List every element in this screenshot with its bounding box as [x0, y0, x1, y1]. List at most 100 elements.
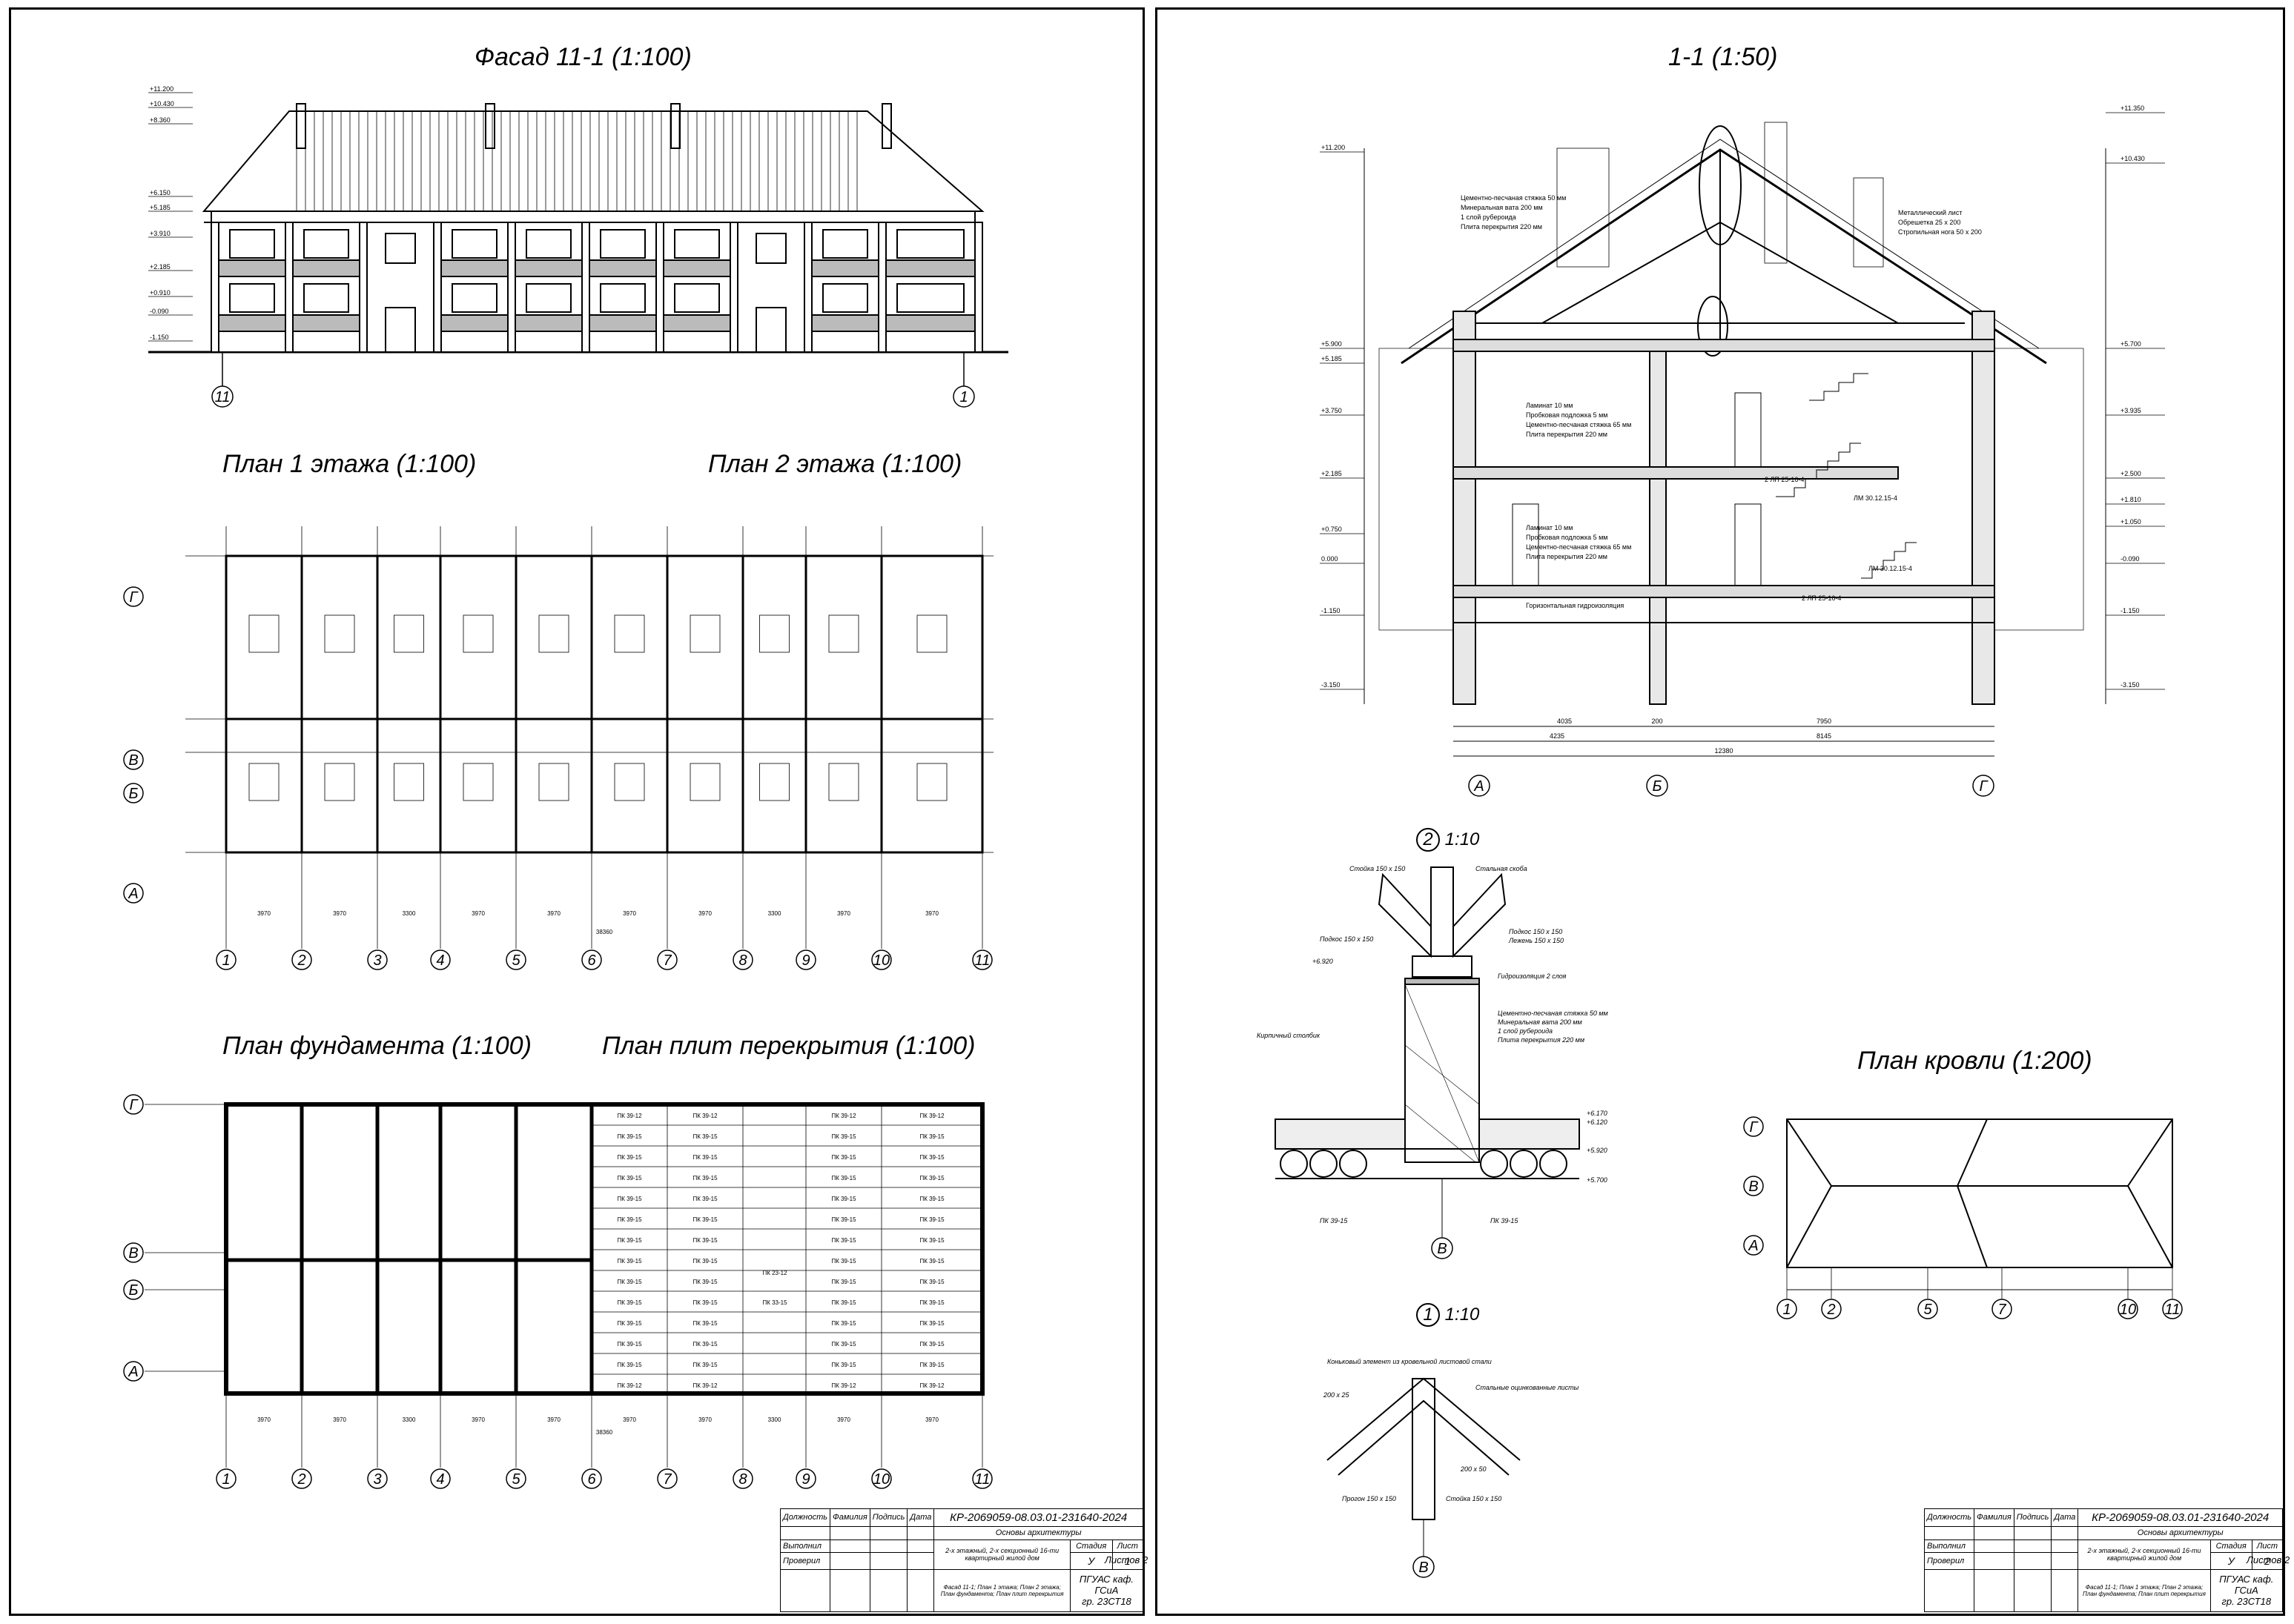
d2-label-pk-right: ПК 39-15	[1490, 1217, 1518, 1224]
stamp-stage-h: Стадия	[1069, 1539, 1113, 1554]
section-level-left-7: -1.150	[1321, 607, 1341, 614]
stamp-code: КР-2069059-08.03.01-231640-2024	[933, 1508, 1143, 1527]
slab-label-8: ПК 39-15	[617, 1154, 642, 1161]
stamp-col-sign: Подпись	[869, 1508, 908, 1527]
facade-drawing: +11.200+10.430+8.360+6.150+5.185+3.910+2…	[148, 85, 1008, 408]
d1-label-200x50: 200 х 50	[1460, 1465, 1487, 1473]
section-level-right-4: +2.500	[2121, 470, 2141, 477]
found-dim-4: 3970	[547, 1416, 561, 1423]
slab-label-17: ПК 39-15	[693, 1196, 718, 1202]
slab-label-21: ПК 39-15	[693, 1216, 718, 1223]
section-level-right-9: -3.150	[2121, 681, 2140, 689]
facade-level-0: +11.200	[150, 85, 173, 93]
slab-label-29: ПК 39-15	[693, 1258, 718, 1265]
roof-layer-4: Плита перекрытия 220 мм	[1461, 223, 1542, 231]
found-row-axis-3: А	[128, 1364, 138, 1380]
slab-label-43: ПК 39-15	[919, 1320, 945, 1327]
stamp-row-checked: Проверил	[779, 1552, 831, 1570]
roof-axis-1: 1	[1782, 1302, 1791, 1318]
facade-level-2: +8.360	[150, 116, 171, 124]
section-title: 1-1 (1:50)	[1668, 43, 1778, 71]
slab-label-33: ПК 39-15	[693, 1279, 718, 1285]
section-level-left-6: 0.000	[1321, 555, 1338, 563]
plan-dim-4: 3970	[547, 910, 561, 917]
floor2-layer-2: Пробковая подложка 5 мм	[1526, 534, 1607, 541]
stamp-org: ПГУАС каф. ГСиА	[1079, 1574, 1134, 1597]
slab-label-11: ПК 39-15	[919, 1154, 945, 1161]
found-dim-6: 3970	[698, 1416, 712, 1423]
section-level-right-8: -1.150	[2121, 607, 2140, 614]
found-dim-0: 3970	[257, 1416, 271, 1423]
stamp2-description: 2-х этажный, 2-х секционный 16-ти кварти…	[2078, 1539, 2211, 1570]
plan-dim-5: 3970	[623, 910, 636, 917]
stamp2-group: гр. 23СТ18	[2221, 1596, 2272, 1608]
stair-label-4: 2 ЛП 25-16-4	[1802, 594, 1841, 602]
facade-axis-1: 1	[959, 389, 968, 405]
slab-label-34: ПК 39-15	[831, 1279, 856, 1285]
plan-axis-2: 2	[297, 952, 305, 969]
slab-label-18: ПК 39-15	[831, 1196, 856, 1202]
found-row-axis-1: В	[128, 1245, 138, 1262]
stamp2-row-executed: Выполнил	[1923, 1539, 1975, 1554]
stamp2-sheet-h: Лист	[2251, 1539, 2284, 1554]
detail-2-scale: 1:10	[1444, 829, 1480, 849]
stamp-row-executed: Выполнил	[779, 1539, 831, 1554]
found-axis-4: 4	[436, 1471, 444, 1488]
plan-axis-3: 3	[373, 952, 381, 969]
section-level-left-0: +11.200	[1321, 144, 1345, 151]
roof-axis-5: 5	[1923, 1302, 1932, 1318]
d2-label-stoyka: Стойка 150 х 150	[1349, 865, 1405, 872]
d1-label-stoyka: Стойка 150 х 150	[1446, 1495, 1501, 1502]
d2-label-gidro: Гидроизоляция 2 слоя	[1498, 972, 1567, 980]
stamp-sheet2: Должность Фамилия Подпись Дата КР-206905…	[1923, 1508, 2284, 1613]
detail-1-title: 1 1:10	[1416, 1303, 1479, 1327]
floor2-layer-1: Ламинат 10 мм	[1526, 524, 1573, 531]
detail-2-number: 2	[1416, 828, 1440, 852]
slab-label-51: ПК 39-15	[919, 1362, 945, 1368]
slab-label-23: ПК 39-15	[919, 1216, 945, 1223]
section-axis-a: А	[1473, 778, 1484, 795]
slab-label-50: ПК 39-15	[831, 1362, 856, 1368]
stamp-description: 2-х этажный, 2-х секционный 16-ти кварти…	[933, 1539, 1071, 1570]
slab-label-5: ПК 39-15	[693, 1133, 718, 1140]
section-level-right-6: +1.050	[2121, 518, 2141, 526]
found-axis-8: 8	[738, 1471, 747, 1488]
roof-plan-title: План кровли (1:200)	[1857, 1047, 2092, 1075]
facade-level-5: +3.910	[150, 230, 171, 237]
metal-sheet-3: Стропильная нога 50 х 200	[1898, 228, 1982, 236]
metal-sheet-2: Обрешетка 25 х 200	[1898, 219, 1960, 226]
floor-layer-4: Плита перекрытия 220 мм	[1526, 431, 1607, 438]
roof-axis-7: 7	[1997, 1302, 2006, 1318]
slab-label-42: ПК 39-15	[831, 1320, 856, 1327]
found-axis-1: 1	[222, 1471, 230, 1488]
stamp2-code: КР-2069059-08.03.01-231640-2024	[2078, 1508, 2283, 1527]
stamp2-row-checked: Проверил	[1923, 1552, 1975, 1570]
d2-level-4: +5.920	[1587, 1147, 1607, 1154]
d1-label-200x25: 200 х 25	[1323, 1391, 1350, 1399]
plan-axis-8: 8	[738, 952, 747, 969]
slab-label-37: ПК 39-15	[693, 1299, 718, 1306]
slab-label-35: ПК 39-15	[919, 1279, 945, 1285]
slab-label-52: ПК 39-12	[617, 1382, 642, 1389]
found-total-dim: 38360	[596, 1429, 613, 1436]
d2-label-lezhen: Лежень 150 х 150	[1508, 937, 1564, 944]
stamp2-org: ПГУАС каф. ГСиА	[2219, 1574, 2274, 1597]
slab-label-19: ПК 39-15	[919, 1196, 945, 1202]
roof-layer-1: Цементно-песчаная стяжка 50 мм	[1461, 194, 1566, 202]
slab-label-20: ПК 39-15	[617, 1216, 642, 1223]
plan-row-axis-0: Г	[130, 589, 139, 606]
found-dim-2: 3300	[403, 1416, 416, 1423]
slab-label-15: ПК 39-15	[919, 1175, 945, 1181]
section-level-right-5: +1.810	[2121, 496, 2141, 503]
slab-label-10: ПК 39-15	[831, 1154, 856, 1161]
detail-1-number: 1	[1416, 1303, 1440, 1327]
section-level-right-2: +5.700	[2121, 340, 2141, 348]
d2-layer-2: Минеральная вата 200 мм	[1498, 1018, 1582, 1026]
section-level-right-3: +3.935	[2121, 407, 2141, 414]
detail-1-axis: В	[1418, 1560, 1428, 1576]
section-dim-0: 4035	[1557, 717, 1572, 725]
found-axis-5: 5	[512, 1471, 520, 1488]
slab-label-0: ПК 39-12	[617, 1113, 642, 1119]
